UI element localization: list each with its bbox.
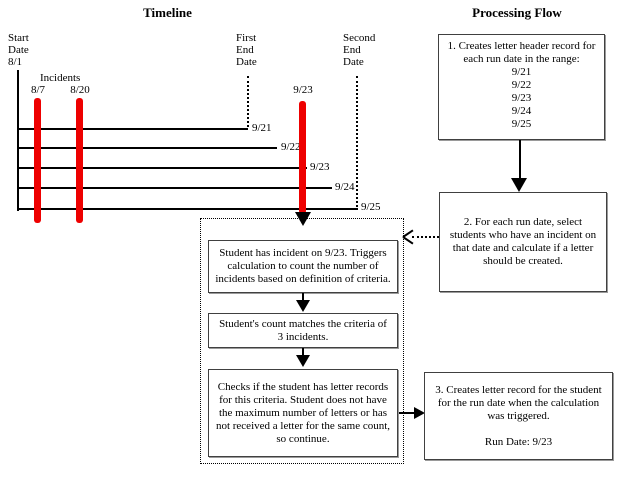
down-arrow-head-icon xyxy=(296,355,310,367)
first-end-date-label: First End Date xyxy=(236,32,257,68)
detail-box-count: Student's count matches the criteria of … xyxy=(208,313,398,348)
trigger-incident-bar xyxy=(299,101,306,214)
run-date-label: 9/24 xyxy=(335,181,355,193)
timeline-title: Timeline xyxy=(143,5,192,20)
incident-date-label: 8/7 xyxy=(30,84,46,96)
flow-box-step3: 3. Creates letter record for the student… xyxy=(424,372,613,460)
flow-box-step1: 1. Creates letter header record for each… xyxy=(438,34,605,140)
detail-connector-line xyxy=(302,293,304,302)
result-arrow-line xyxy=(399,412,415,414)
down-arrow-head-icon xyxy=(296,300,310,312)
run-date-label: 9/23 xyxy=(310,161,330,173)
flow-box-step2: 2. For each run date, select students wh… xyxy=(439,192,607,292)
flow-connector-line xyxy=(519,140,521,180)
detail-box-check: Checks if the student has letter records… xyxy=(208,369,398,457)
run-line xyxy=(18,187,332,189)
run-date-label: 9/22 xyxy=(281,141,301,153)
detail-box-incident: Student has incident on 9/23. Triggers c… xyxy=(208,240,398,293)
right-arrow-head-icon xyxy=(414,407,425,419)
run-line xyxy=(18,208,358,210)
incident-date-label: 8/20 xyxy=(70,84,90,96)
run-line xyxy=(18,128,248,130)
flow-step3-text: 3. Creates letter record for the student… xyxy=(435,383,602,422)
calculation-detail-region xyxy=(200,218,404,464)
left-arrow-head-icon xyxy=(402,230,414,244)
incident-bar xyxy=(76,98,83,223)
start-date-label: Start Date 8/1 xyxy=(8,32,29,68)
run-line xyxy=(18,147,277,149)
dashed-arrow-line xyxy=(412,236,439,238)
flow-step3-run-date: Run Date: 9/23 xyxy=(484,435,553,448)
detail-connector-line xyxy=(302,348,304,357)
second-end-date-line xyxy=(356,76,358,207)
incident-bar xyxy=(34,98,41,223)
trigger-arrow-head-icon xyxy=(295,212,311,226)
run-date-label: 9/25 xyxy=(361,201,381,213)
first-end-date-line xyxy=(247,76,249,127)
down-arrow-head-icon xyxy=(511,178,527,192)
run-line xyxy=(18,167,307,169)
second-end-date-label: Second End Date xyxy=(343,32,376,68)
processing-flow-title: Processing Flow xyxy=(472,5,562,20)
start-date-line xyxy=(17,70,19,211)
incidents-label: Incidents xyxy=(40,72,81,84)
run-date-label: 9/21 xyxy=(252,122,272,134)
trigger-date-label: 9/23 xyxy=(293,84,313,96)
